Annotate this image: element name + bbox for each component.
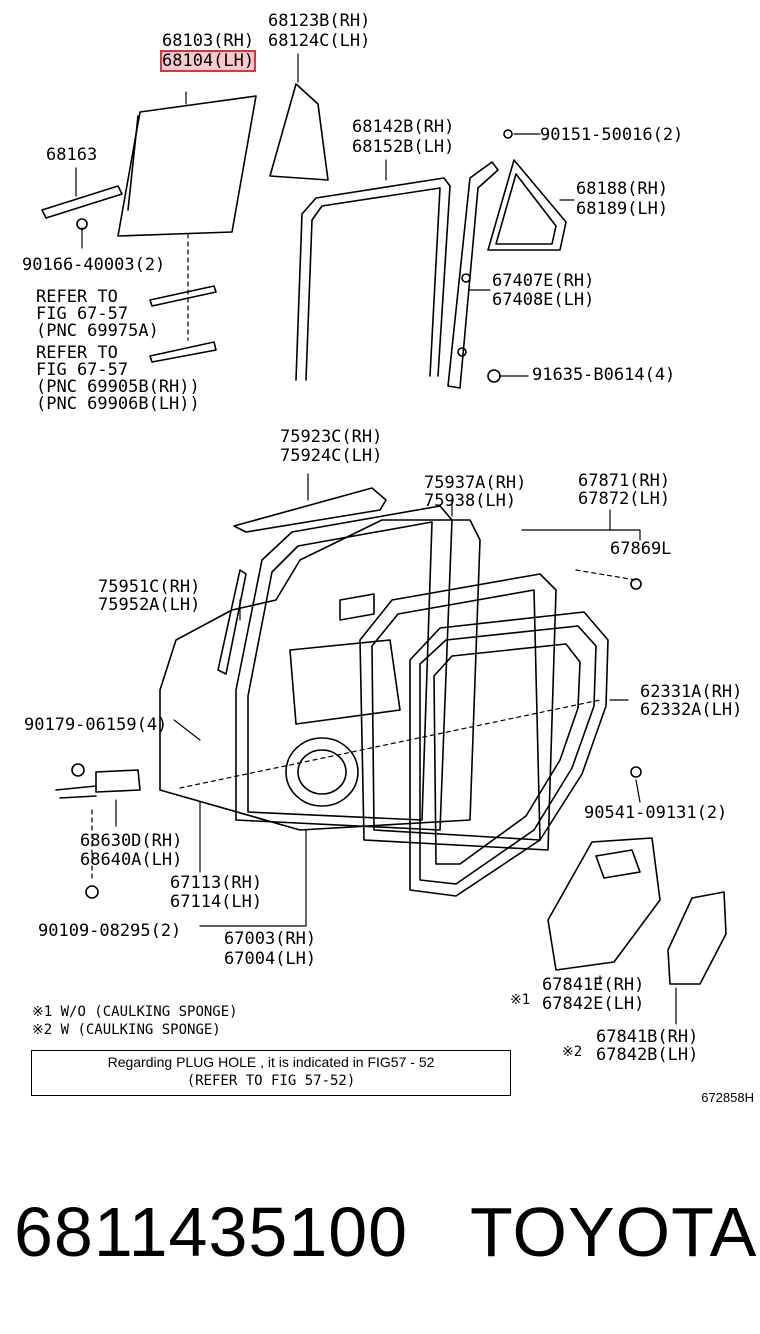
label-note-marker-2: ※2 (562, 1044, 583, 1060)
belt-moulding (217, 487, 387, 675)
screw-91635 (487, 369, 501, 383)
label-62332A[interactable]: 62332A(LH) (640, 700, 743, 720)
label-75952A[interactable]: 75952A(LH) (98, 595, 201, 615)
door-check (55, 763, 141, 899)
label-90541[interactable]: 90541-09131(2) (584, 803, 728, 823)
label-67871[interactable]: 67871(RH) (578, 471, 671, 491)
label-75923C[interactable]: 75923C(RH) (280, 427, 383, 447)
brand-name: TOYOTA (470, 1193, 758, 1271)
leader-lines-lower (91, 473, 677, 1025)
note-without-caulking-sponge: ※1 W/O (CAULKING SPONGE) (32, 1004, 238, 1020)
label-67842B[interactable]: 67842B(LH) (596, 1045, 699, 1065)
label-68142B[interactable]: 68142B(RH) (352, 117, 455, 137)
label-67114[interactable]: 67114(LH) (170, 892, 263, 912)
label-75924C[interactable]: 75924C(LH) (280, 446, 383, 466)
label-62331A[interactable]: 62331A(RH) (640, 682, 743, 702)
label-68124C[interactable]: 68124C(LH) (268, 31, 371, 51)
door-outer-panel (159, 519, 481, 831)
label-67113[interactable]: 67113(RH) (170, 873, 263, 893)
run-channel (295, 177, 451, 381)
label-67408E[interactable]: 67408E(LH) (492, 290, 595, 310)
service-hole-cover-2 (667, 891, 727, 985)
label-67841B[interactable]: 67841B(RH) (596, 1027, 699, 1047)
label-68188[interactable]: 68188(RH) (576, 179, 669, 199)
reference-line-2: (REFER TO FIG 57-52) (186, 1073, 356, 1089)
label-90109[interactable]: 90109-08295(2) (38, 921, 182, 941)
label-67842E[interactable]: 67842E(LH) (542, 994, 645, 1014)
label-refer-to-1: REFER TO (36, 287, 118, 307)
division-bar (447, 129, 513, 389)
note-with-caulking-sponge: ※2 W (CAULKING SPONGE) (32, 1022, 221, 1038)
label-67004[interactable]: 67004(LH) (224, 949, 317, 969)
quarter-window-frame (487, 159, 567, 251)
label-67869L[interactable]: 67869L (610, 539, 672, 559)
label-pnc-69905B: (PNC 69905B(RH)) (36, 377, 200, 397)
label-fig-67-57-2: FIG 67-57 (36, 360, 129, 380)
plug-hole-reference-box: Regarding PLUG HOLE , it is indicated in… (31, 1050, 511, 1096)
glass-channel (41, 185, 123, 230)
label-fig-67-57-1: FIG 67-57 (36, 304, 129, 324)
label-note-marker-1: ※1 (510, 992, 531, 1008)
label-67003[interactable]: 67003(RH) (224, 929, 317, 949)
label-67841E[interactable]: 67841E(RH) (542, 975, 645, 995)
label-68103[interactable]: 68103(RH) (162, 31, 255, 51)
label-91635[interactable]: 91635-B0614(4) (532, 365, 676, 385)
label-90151[interactable]: 90151-50016(2) (540, 125, 684, 145)
weatherstrips-refer (149, 285, 217, 363)
label-pnc-69906B: (PNC 69906B(LH)) (36, 394, 200, 414)
figure-code: 672858H (701, 1090, 754, 1105)
exploded-parts-diagram (41, 53, 727, 1025)
label-90179[interactable]: 90179-06159(4) (24, 715, 168, 735)
label-68152B[interactable]: 68152B(LH) (352, 137, 455, 157)
clip-67869L (630, 578, 642, 590)
inner-weatherstrip-1 (359, 573, 557, 851)
leader-lines-upper (75, 53, 575, 377)
label-75937A[interactable]: 75937A(RH) (424, 473, 527, 493)
door-frame (235, 505, 453, 831)
label-67407E[interactable]: 67407E(RH) (492, 271, 595, 291)
label-67872[interactable]: 67872(LH) (578, 489, 671, 509)
label-75938[interactable]: 75938(LH) (424, 491, 517, 511)
part-number: 6811435100 (14, 1193, 409, 1271)
label-68640A[interactable]: 68640A(LH) (80, 850, 183, 870)
label-68163[interactable]: 68163 (46, 145, 98, 165)
quarter-glass (269, 83, 329, 181)
label-pnc-69975A: (PNC 69975A) (36, 321, 159, 341)
label-68104-highlighted[interactable]: 68104(LH) (159, 50, 257, 72)
reference-line-1: Regarding PLUG HOLE , it is indicated in… (107, 1054, 435, 1070)
door-opening-weatherstrip (409, 611, 609, 897)
clip-90541 (630, 766, 642, 778)
label-68630D[interactable]: 68630D(RH) (80, 831, 183, 851)
service-hole-cover-1 (547, 837, 661, 971)
door-glass (117, 95, 257, 237)
label-75951C[interactable]: 75951C(RH) (98, 577, 201, 597)
label-90166[interactable]: 90166-40003(2) (22, 255, 166, 275)
label-68189[interactable]: 68189(LH) (576, 199, 669, 219)
label-refer-to-2: REFER TO (36, 343, 118, 363)
label-68123B[interactable]: 68123B(RH) (268, 11, 371, 31)
